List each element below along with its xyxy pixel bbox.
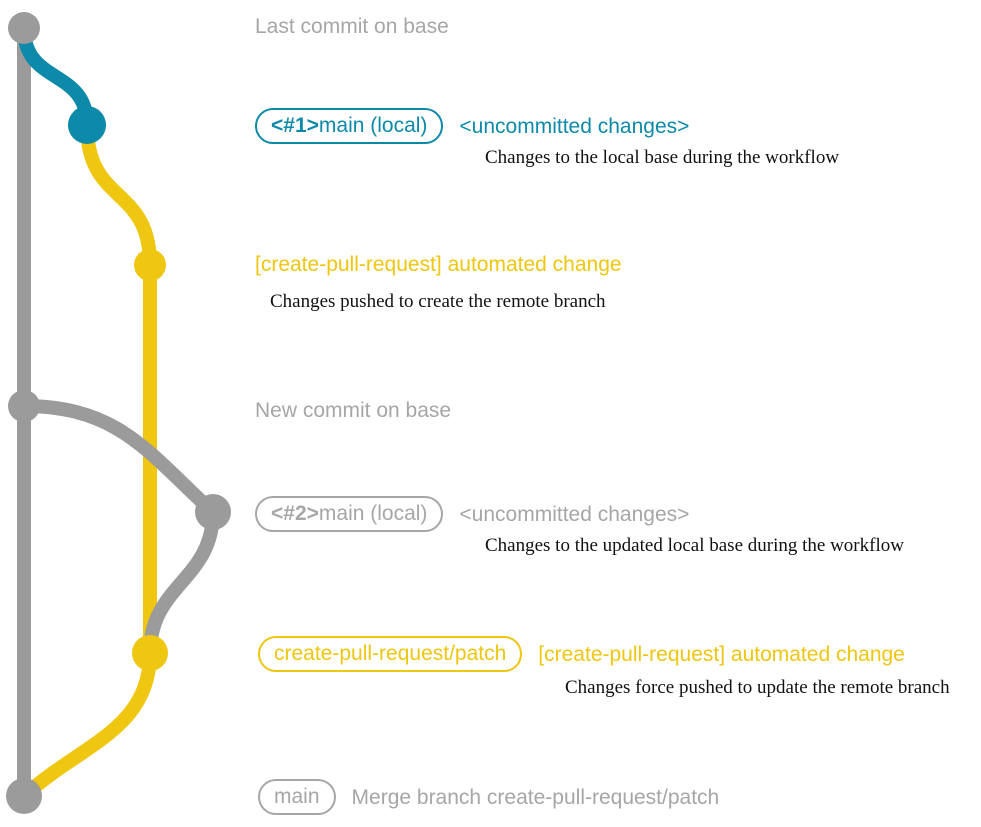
branch-badge-label: main (local) [318,114,428,137]
edge-local1-to-patch1 [80,118,157,272]
commit-dot-local-1[interactable] [68,106,106,144]
commit-description-patch-2: Changes force pushed to update the remot… [565,677,950,698]
commit-dot-base-new[interactable] [8,390,40,422]
branch-badge-create-pull-request-patch[interactable]: create-pull-request/patch [258,636,523,672]
commit-description-local-2: Changes to the updated local base during… [485,535,904,556]
commit-row-patch-1: [create-pull-request] automated change [255,254,622,275]
commit-subject-merge: Merge branch create-pull-request/patch [351,785,720,809]
edge-patch2-to-merge [17,646,157,803]
commit-row-patch-2: create-pull-request/patch [create-pull-r… [258,636,905,672]
branch-badge-local-main-2[interactable]: <#2> main (local) [255,496,444,532]
commit-subject-local-1: <uncommitted changes> [459,114,690,138]
annotation-last-commit-on-base: Last commit on base [255,15,449,38]
edge-basenew-to-local2 [17,399,220,519]
annotation-new-commit-on-base: New commit on base [255,399,452,422]
commit-row-local-1: <#1> main (local) <uncommitted changes> [255,108,689,144]
commit-dot-merge[interactable] [6,778,42,814]
branch-badge-label: create-pull-request/patch [274,642,507,665]
branch-badge-main[interactable]: main [258,779,336,815]
commit-dot-patch-2[interactable] [132,635,168,671]
branch-badge-number: <#2> [271,502,319,525]
edge-local2-to-patch2 [143,505,220,660]
branch-badge-label: main [274,785,320,808]
commit-dot-patch-1[interactable] [134,249,166,281]
commit-subject-patch-2: [create-pull-request] automated change [538,642,905,666]
commit-subject-patch-1: [create-pull-request] automated change [255,253,622,276]
commit-subject-local-2: <uncommitted changes> [459,502,690,526]
commit-row-local-2: <#2> main (local) <uncommitted changes> [255,496,689,532]
branch-badge-local-main-1[interactable]: <#1> main (local) [255,108,444,144]
commit-row-merge: main Merge branch create-pull-request/pa… [258,779,719,815]
branch-badge-label: main (local) [318,502,428,525]
branch-badge-number: <#1> [271,114,319,137]
commit-dot-base-head[interactable] [8,12,40,44]
commit-description-patch-1: Changes pushed to create the remote bran… [270,291,606,312]
commit-dot-local-2[interactable] [195,494,231,530]
commit-description-local-1: Changes to the local base during the wor… [485,147,840,168]
